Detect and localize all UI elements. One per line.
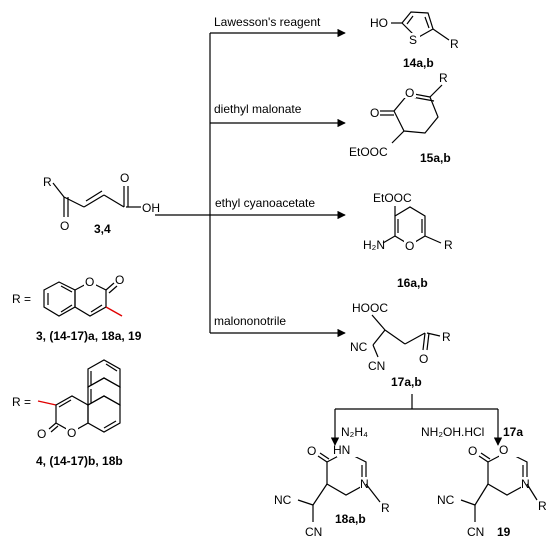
c16-ester: EtOOC xyxy=(373,191,412,205)
r-definition-benzocoumarin: R = O O 4, (14-17)b, 18b xyxy=(12,359,123,468)
start-ketone-o: O xyxy=(60,219,69,233)
start-acid-oh: OH xyxy=(142,201,160,215)
rdef2-ring-o: O xyxy=(67,426,76,440)
rdef1-keto-o: O xyxy=(115,273,124,287)
c18-keto-o: O xyxy=(307,444,316,458)
c19-keto-o: O xyxy=(468,444,477,458)
reagent-malononitrile: malononotrile xyxy=(214,314,286,328)
c15-r: R xyxy=(439,71,448,85)
compound-label-16: 16a,b xyxy=(397,276,428,290)
rdef2-applies: 4, (14-17)b, 18b xyxy=(36,454,123,468)
compound-16: EtOOC O H₂N R 16a,b xyxy=(363,191,453,290)
compound-label-17: 17a,b xyxy=(391,375,422,389)
c18-nc: NC xyxy=(274,493,292,507)
reagent-hydroxylamine: NH₂OH.HCl xyxy=(421,425,484,439)
c19-nc: NC xyxy=(437,493,455,507)
c15-ester: EtOOC xyxy=(349,145,388,159)
compound-15: R O O EtOOC 15a,b xyxy=(349,71,451,165)
compound-17: HOOC NC CN O R 17a,b xyxy=(350,301,451,389)
c16-r: R xyxy=(444,238,453,252)
c16-ring-o: O xyxy=(405,239,414,253)
c14-ho: HO xyxy=(370,16,388,30)
starting-material: R O O OH 3,4 xyxy=(43,171,160,236)
reagent-lawesson: Lawesson's reagent xyxy=(214,15,321,29)
compound-label-19: 19 xyxy=(497,525,511,539)
compound-14: HO S R 14a,b xyxy=(370,11,459,70)
c16-amine: H₂N xyxy=(363,238,385,252)
compound-label-15: 15a,b xyxy=(420,151,451,165)
c17-acid: HOOC xyxy=(352,301,388,315)
c19-cn: CN xyxy=(467,525,484,539)
c19-n: N xyxy=(521,477,530,491)
r-definition-coumarin: R = O O 3, (14-17)a, 18a, 19 xyxy=(12,273,142,343)
c15-ring-o: O xyxy=(405,86,414,100)
compound-label-18: 18a,b xyxy=(335,512,366,526)
rdef1-ring-o: O xyxy=(85,275,94,289)
compound-18: HN N O R NC CN 18a,b xyxy=(274,443,390,539)
c17-cn: CN xyxy=(368,359,385,373)
c19-r: R xyxy=(538,499,547,513)
compound-19: O N O R NC CN 19 xyxy=(437,443,547,539)
reagent-malonate: diethyl malonate xyxy=(214,102,302,116)
main-arrows xyxy=(155,28,346,338)
rdef2-attachment-bond xyxy=(37,400,57,406)
c19-ring-o: O xyxy=(499,443,508,457)
reagent-hydrazine: N₂H₄ xyxy=(341,425,368,439)
c18-r: R xyxy=(381,501,390,515)
c15-keto-o: O xyxy=(370,106,379,120)
start-r-label: R xyxy=(43,175,52,189)
rdef2-label: R = xyxy=(12,395,31,409)
c14-r: R xyxy=(450,37,459,51)
branch-arrows xyxy=(330,394,503,446)
start-acid-o: O xyxy=(120,171,129,185)
c14-s: S xyxy=(409,33,417,47)
compound-label-14: 14a,b xyxy=(403,56,434,70)
c18-cn: CN xyxy=(305,525,322,539)
reagent-17a: 17a xyxy=(503,425,523,439)
c18-nh: HN xyxy=(333,443,350,457)
c18-n: N xyxy=(360,477,369,491)
reagent-cyanoacetate: ethyl cyanoacetate xyxy=(215,196,315,210)
rdef1-label: R = xyxy=(12,292,31,306)
rdef2-keto-o: O xyxy=(37,427,46,441)
rdef1-applies: 3, (14-17)a, 18a, 19 xyxy=(36,329,142,343)
rdef1-attachment-bond xyxy=(105,306,123,317)
c17-r: R xyxy=(442,330,451,344)
compound-label-start: 3,4 xyxy=(94,222,111,236)
c17-keto-o: O xyxy=(419,352,428,366)
c17-nc: NC xyxy=(350,340,368,354)
